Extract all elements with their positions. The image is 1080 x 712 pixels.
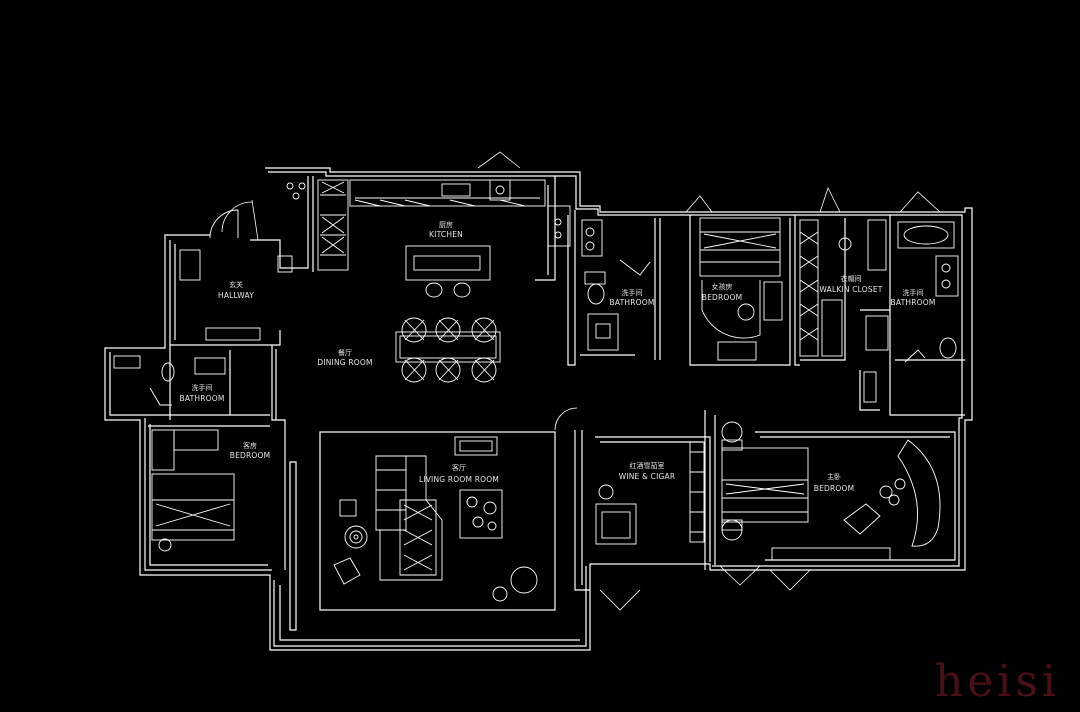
living-label-cn: 客厅 [452, 463, 466, 472]
bath1-label-en: BATHROOM [179, 394, 224, 403]
bath-center-label-en: BATHROOM [609, 298, 654, 307]
wine-label-en: WINE & CIGAR [619, 472, 676, 481]
girl-bedroom-label-en: BEDROOM [702, 293, 743, 302]
master-bath-label-en: BATHROOM [890, 298, 935, 307]
kitchen-label-en: KITCHEN [429, 230, 463, 239]
master-bedroom-label-en: BEDROOM [814, 484, 855, 493]
closet-label-en: WALKIN CLOSET [819, 285, 882, 294]
guest-bedroom-label-cn: 客房 [243, 441, 257, 450]
dining-label-cn: 餐厅 [338, 348, 352, 357]
master-bedroom-label-cn: 主卧 [827, 472, 841, 481]
closet-label-cn: 衣帽间 [841, 274, 862, 283]
hallway-label-en: HALLWAY [218, 291, 254, 300]
bath-center-label-cn: 洗手间 [622, 288, 643, 297]
furniture [113, 179, 959, 602]
walls [104, 167, 973, 651]
dining-label-en: DINING ROOM [317, 358, 372, 367]
master-bath-label-cn: 洗手间 [903, 288, 924, 297]
guest-bedroom-label-en: BEDROOM [230, 451, 271, 460]
watermark: heisi [935, 656, 1060, 707]
bath1-label-cn: 洗手间 [192, 383, 213, 392]
doors [221, 151, 941, 611]
kitchen-label-cn: 厨房 [439, 220, 453, 229]
room-labels: 厨房 KITCHEN 玄关 HALLWAY 餐厅 DINING ROOM 洗手间… [179, 220, 935, 493]
girl-bedroom-label-cn: 女孩房 [712, 282, 733, 291]
wine-label-cn: 红酒雪茄室 [630, 461, 665, 470]
hallway-label-cn: 玄关 [229, 280, 243, 289]
living-label-en: LIVING ROOM ROOM [419, 475, 499, 484]
